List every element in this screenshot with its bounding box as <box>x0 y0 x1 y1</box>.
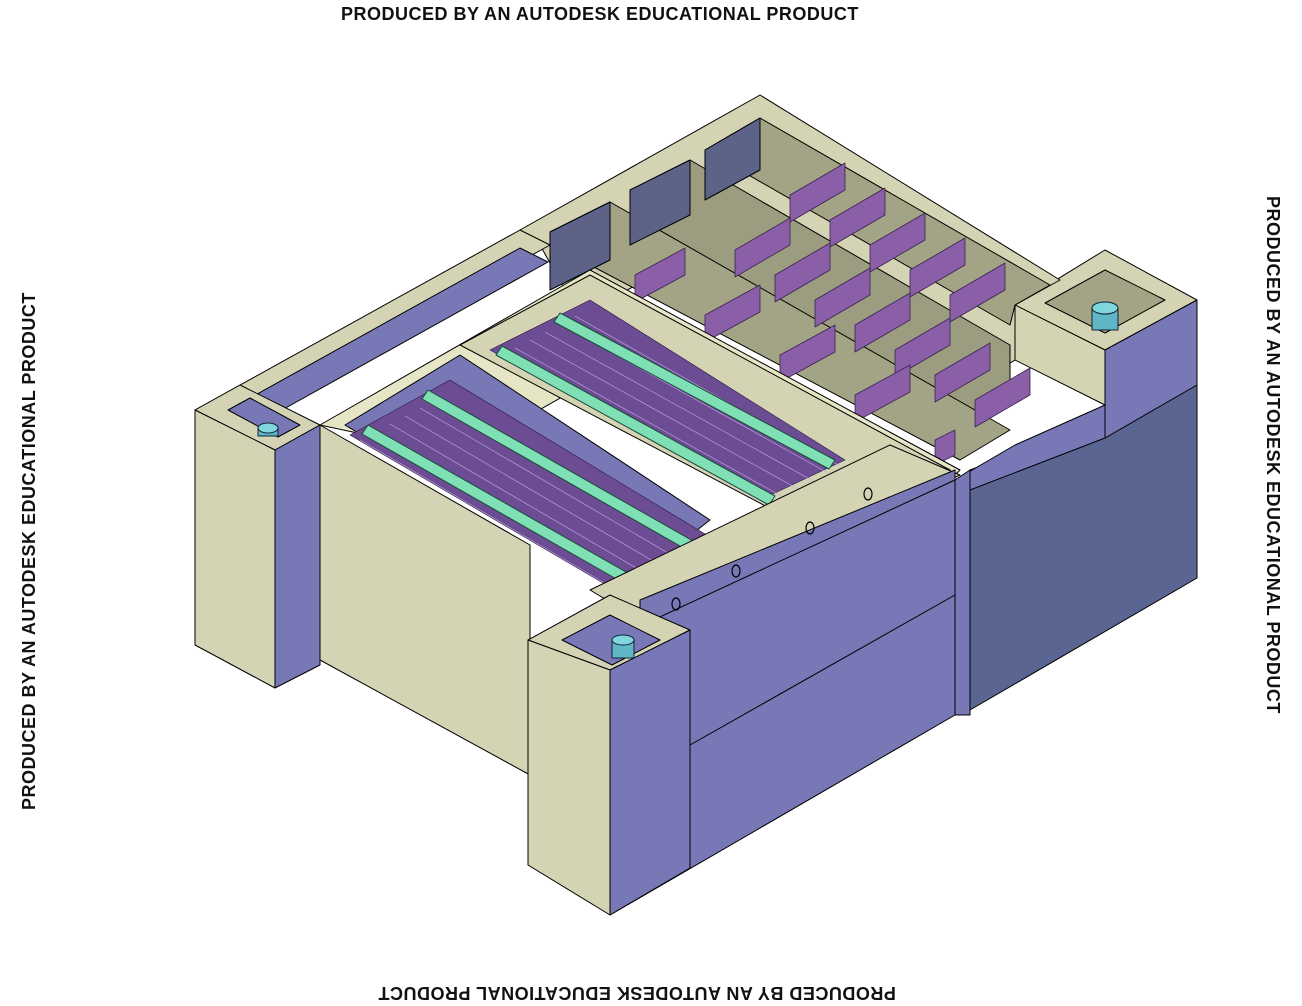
outlet-hole-1 <box>671 597 681 611</box>
front-block-hole <box>561 614 661 666</box>
pipe-stubs <box>257 301 1119 659</box>
stub-left <box>257 422 279 437</box>
left-block-side <box>274 424 321 689</box>
outlet-hole-3 <box>805 521 815 535</box>
plate-row-1 <box>789 162 1006 323</box>
left-block-front <box>194 409 276 689</box>
front-block-side <box>609 629 691 916</box>
aeration-pipes <box>361 312 836 590</box>
outlet-hole-4 <box>863 487 873 501</box>
plate-row-2 <box>734 217 1031 428</box>
stub-right <box>1091 301 1119 331</box>
stub-front <box>611 634 635 659</box>
pipe-4 <box>553 312 836 470</box>
back-wall-shadow-1 <box>704 117 761 201</box>
front-block-face <box>527 639 611 916</box>
outlet-hole-2 <box>731 564 741 578</box>
watermark-top: PRODUCED BY AN AUTODESK EDUCATIONAL PROD… <box>341 4 859 24</box>
front-wall-seam-2 <box>689 594 956 746</box>
outlet-holes <box>671 487 873 611</box>
plate-rows <box>634 162 1031 466</box>
back-wall-shadow-3 <box>549 201 611 291</box>
back-wall-shadow-2 <box>629 159 691 246</box>
